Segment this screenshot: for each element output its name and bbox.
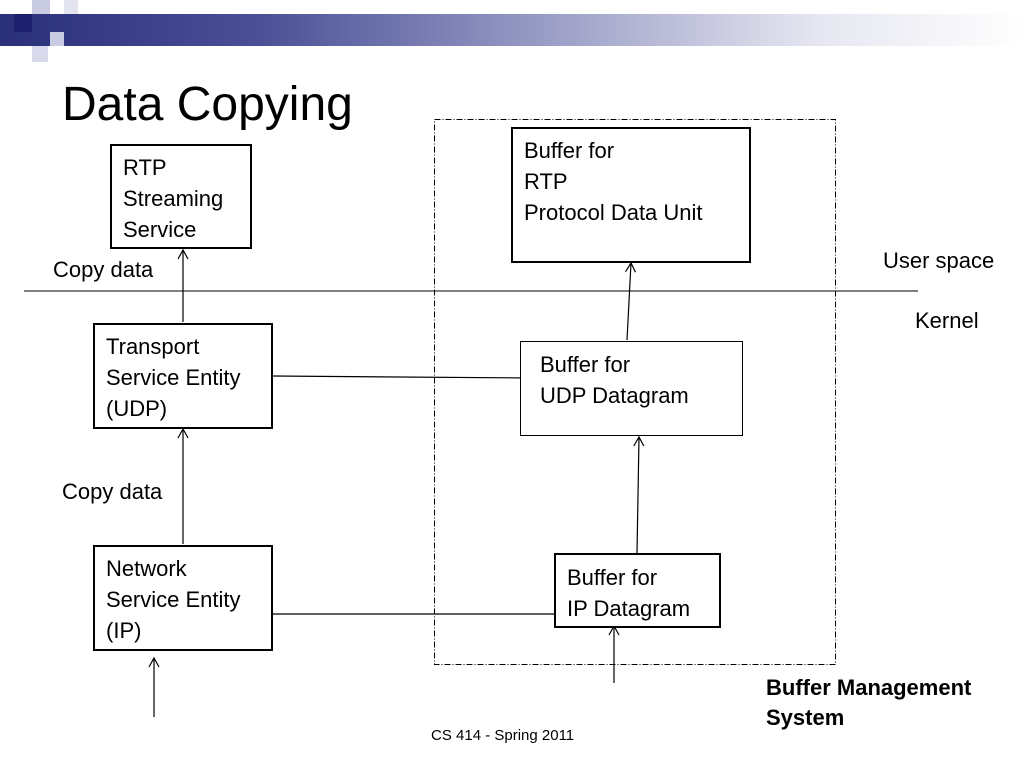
transport-entity-line-2: Service Entity bbox=[106, 365, 241, 390]
ip-datagram-buffer-box: Buffer for IP Datagram bbox=[554, 553, 721, 628]
copy-data-label-top: Copy data bbox=[53, 257, 154, 282]
arrow-transport-to-udp-buffer bbox=[272, 372, 532, 384]
rtp-service-line-1: RTP bbox=[123, 155, 167, 180]
kernel-label: Kernel bbox=[915, 308, 979, 333]
header-square-light bbox=[32, 46, 48, 62]
rtp-pdu-buffer-box: Buffer for RTP Protocol Data Unit bbox=[511, 127, 751, 263]
slide-title: Data Copying bbox=[62, 78, 353, 131]
arrow-ip-to-udp-buffer bbox=[633, 435, 645, 554]
transport-entity-line-3: (UDP) bbox=[106, 396, 168, 421]
ip-buffer-line-2: IP Datagram bbox=[567, 596, 691, 621]
udp-datagram-buffer-box: Buffer for UDP Datagram bbox=[520, 341, 743, 436]
rtp-streaming-service-box: RTP Streaming Service bbox=[110, 144, 252, 249]
network-entity-line-3: (IP) bbox=[106, 618, 142, 643]
user-space-label: User space bbox=[883, 248, 995, 273]
transport-entity-line-1: Transport bbox=[106, 334, 200, 359]
copy-data-label-bottom: Copy data bbox=[62, 479, 163, 504]
buffer-management-label-line-1: Buffer Management bbox=[766, 675, 972, 700]
rtp-buffer-line-2: RTP bbox=[524, 169, 568, 194]
arrow-udp-to-rtp-buffer bbox=[625, 261, 637, 341]
header-square-light bbox=[50, 32, 64, 46]
header-square-white bbox=[64, 0, 78, 14]
header-square-dark bbox=[14, 14, 32, 32]
network-entity-line-2: Service Entity bbox=[106, 587, 241, 612]
header-square-light bbox=[32, 0, 50, 14]
slide-footer: CS 414 - Spring 2011 bbox=[431, 727, 575, 744]
network-service-entity-box: Network Service Entity (IP) bbox=[93, 545, 273, 651]
buffer-management-label-line-2: System bbox=[766, 705, 845, 730]
udp-buffer-line-1: Buffer for bbox=[540, 352, 631, 377]
udp-buffer-line-2: UDP Datagram bbox=[540, 383, 689, 408]
transport-service-entity-box: Transport Service Entity (UDP) bbox=[93, 323, 273, 429]
rtp-service-line-3: Service bbox=[123, 217, 197, 242]
rtp-service-line-2: Streaming bbox=[123, 186, 224, 211]
ip-buffer-line-1: Buffer for bbox=[567, 565, 658, 590]
buffer-management-frame bbox=[434, 119, 836, 665]
header-bar bbox=[0, 14, 1024, 46]
network-entity-line-1: Network bbox=[106, 556, 187, 581]
rtp-buffer-line-3: Protocol Data Unit bbox=[524, 200, 703, 225]
rtp-buffer-line-1: Buffer for bbox=[524, 138, 615, 163]
